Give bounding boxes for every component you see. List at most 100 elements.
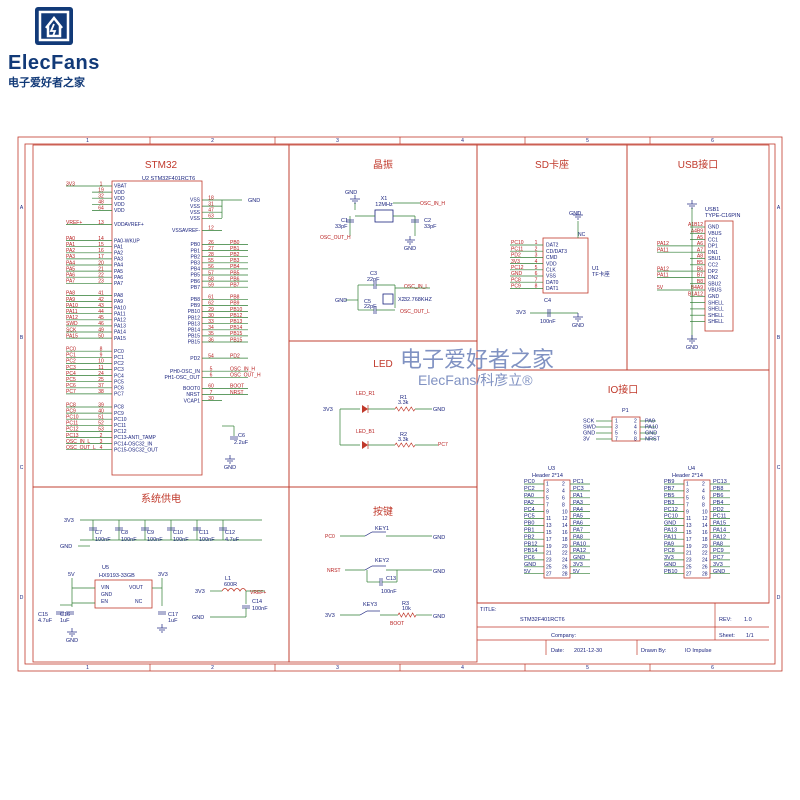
usb-pin-name: SHELL xyxy=(708,300,724,306)
mcu-pin-number: 34 xyxy=(208,325,214,331)
mcu-net-label: PA1 xyxy=(66,242,75,248)
led-pc7-label: PC7 xyxy=(438,442,448,448)
rev-value: 1.0 xyxy=(744,617,752,623)
mcu-net-label: PB4 xyxy=(230,264,240,270)
usb-pin-number: B4A9 xyxy=(691,285,703,291)
mcu-pin-number: 27 xyxy=(208,246,214,252)
mcu-pin-name: PA14 xyxy=(114,330,126,336)
sd-pin-number: 4 xyxy=(535,259,538,265)
io-title: IO接口 xyxy=(608,383,639,396)
osc-in-h-label: OSC_IN_H xyxy=(420,201,445,207)
u3-pin-number: 28 xyxy=(562,571,568,577)
mcu-pin-name: VDD xyxy=(114,196,125,202)
p1-body xyxy=(611,416,641,442)
u3-pin-number: 24 xyxy=(562,558,568,564)
mcu-gnd-label: GND xyxy=(248,198,260,204)
mcu-pin-name: PA11 xyxy=(114,311,126,317)
u4-pin-number: 18 xyxy=(702,537,708,543)
mcu-pin-name: PC9 xyxy=(114,411,124,417)
crystal-section xyxy=(288,144,478,342)
u3-left-net: PA2 xyxy=(524,500,534,506)
mcu-net-label: VREF+ xyxy=(66,220,82,226)
u4-left-net: PB7 xyxy=(664,486,674,492)
mcu-pin-number: 43 xyxy=(98,303,104,309)
frame-row-label: D xyxy=(20,595,24,601)
c15-val: 4.7uF xyxy=(38,618,53,624)
u3-pin-number: 7 xyxy=(546,502,549,508)
mcu-net-label: PC11 xyxy=(66,421,78,427)
sd-net-label: PC8 xyxy=(511,277,521,283)
u3-left-net: PC0 xyxy=(524,479,535,485)
p1-pin-number: 6 xyxy=(634,431,637,437)
mcu-pin-number: 50 xyxy=(98,333,104,339)
frame-col-label: 5 xyxy=(586,138,589,144)
usb-pin-number: A6 xyxy=(697,241,703,247)
mcu-pin-name: VSS xyxy=(190,216,201,222)
mcu-pin-number: 55 xyxy=(208,258,214,264)
mcu-pin-name: PC14-OSC32_IN xyxy=(114,441,153,447)
power-title: 系统供电 xyxy=(141,492,181,505)
u4-pin-number: 8 xyxy=(702,502,705,508)
mcu-pin-number: 11 xyxy=(98,365,103,371)
u4-pin-number: 20 xyxy=(702,544,708,550)
c13-val: 100nF xyxy=(381,589,397,595)
sd-pin-number: 5 xyxy=(535,265,538,271)
mcu-pin-name: PB0 xyxy=(191,242,201,248)
sd-net-label: PC11 xyxy=(511,246,523,252)
led-r1-ref: LED_R1 xyxy=(356,391,375,397)
mcu-net-label: PA5 xyxy=(66,266,75,272)
r1-ref: R1 xyxy=(400,395,407,401)
u3-pin-number: 15 xyxy=(546,530,552,536)
p1-pin-number: 1 xyxy=(615,419,618,425)
u4-right-net: PC11 xyxy=(713,514,726,520)
u4-pin-number: 25 xyxy=(686,565,692,571)
mcu-pin-name: PB1 xyxy=(191,248,201,254)
u4-pin-number: 3 xyxy=(686,489,689,495)
mcu-pin-name: PA2 xyxy=(114,251,123,257)
mcu-pin-number: 49 xyxy=(98,327,104,333)
u4-pin-number: 26 xyxy=(702,565,708,571)
mcu-net-label: PA3 xyxy=(66,254,75,260)
u3-pin-number: 10 xyxy=(562,509,568,515)
mcu-pin-number: 47 xyxy=(208,208,214,214)
mcu-pin-name: PC3 xyxy=(114,367,124,373)
u5-vout: VOUT xyxy=(129,585,143,591)
sd-net-label: PC12 xyxy=(511,265,524,271)
u3-left-net: PC2 xyxy=(524,486,535,492)
u3-pin-number: 8 xyxy=(562,502,565,508)
u3-pin-number: 22 xyxy=(562,551,568,557)
p1-pin-number: 3 xyxy=(615,425,618,431)
mcu-pin-number: 44 xyxy=(98,309,104,315)
mcu-pin-name: PC5 xyxy=(114,379,124,385)
x1-val: 12MHz xyxy=(375,202,393,208)
frame-col-label: 3 xyxy=(336,665,339,671)
mcu-net-label: PA10 xyxy=(66,303,78,309)
u3-left-net: PC5 xyxy=(524,514,535,520)
mcu-pin-name: PB15 xyxy=(188,334,200,340)
usb-pin-name: VBUS xyxy=(708,231,722,237)
u4-pin-number: 16 xyxy=(702,530,708,536)
r1-resistor xyxy=(394,406,416,412)
mcu-net-label: PA2 xyxy=(66,248,75,254)
brand-name: ElecFans xyxy=(8,52,100,74)
drawn-label: Drawn By: xyxy=(641,648,667,654)
mcu-net-label: PA9 xyxy=(66,297,75,303)
mcu-net-label: PB13 xyxy=(230,319,242,325)
mcu-pin-number: 63 xyxy=(208,214,214,220)
sd-net-label: 3V3 xyxy=(511,259,520,265)
u4-pin-number: 23 xyxy=(686,558,692,564)
c17-ref: C17 xyxy=(168,612,178,618)
frame-row-label: C xyxy=(777,465,781,471)
mcu-net-label: 3V3 xyxy=(66,181,75,187)
u4-right-net: PA8 xyxy=(713,541,723,547)
mcu-pin-number: 35 xyxy=(208,331,214,337)
mcu-pin-number: 60 xyxy=(208,384,214,390)
mcu-pin-name: PB15 xyxy=(188,340,200,346)
mcu-pin-number: 19 xyxy=(98,187,104,193)
mcu-pin-name: PA9 xyxy=(114,299,123,305)
mcu-pin-number: 51 xyxy=(98,415,104,421)
mcu-pin-name: VDD xyxy=(114,208,125,214)
mcu-net-label: PB3 xyxy=(230,258,240,264)
frame-col-label: 4 xyxy=(461,138,464,144)
frame-row-label: A xyxy=(20,205,24,211)
